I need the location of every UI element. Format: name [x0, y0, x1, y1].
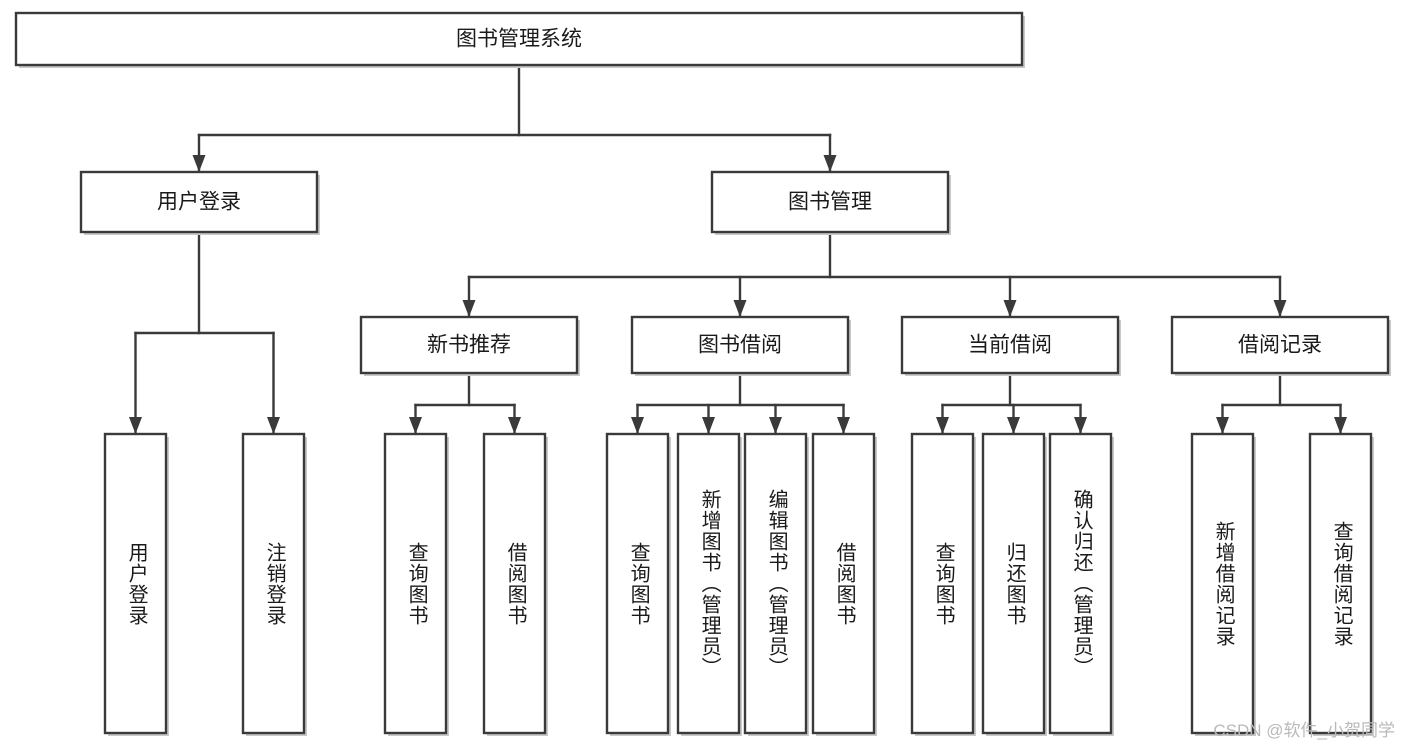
node-box-leaf-confirm-return-admin[interactable] — [1048, 432, 1113, 735]
arrow-head-leaf-return-book — [1007, 417, 1020, 434]
node-box-layer — [14, 11, 1391, 736]
arrow-head-leaf-borrow-book-rec — [508, 417, 521, 434]
node-box-new-book-rec[interactable] — [359, 315, 579, 375]
node-box-leaf-return-book[interactable] — [981, 432, 1046, 735]
node-box-leaf-query-borrow-record[interactable] — [1308, 432, 1373, 735]
arrow-head-leaf-edit-book-admin — [769, 417, 782, 434]
node-box-user-login[interactable] — [79, 170, 319, 234]
node-label-book-borrow: 图书借阅 — [698, 334, 782, 357]
connector-layer — [129, 63, 1347, 434]
node-box-book-manage[interactable] — [710, 170, 950, 234]
node-box-borrow-record[interactable] — [1170, 315, 1390, 375]
node-box-book-borrow[interactable] — [630, 315, 850, 375]
node-box-leaf-query-book-borrow[interactable] — [605, 432, 670, 735]
arrow-head-leaf-query-book-current — [936, 417, 949, 434]
arrow-head-book-borrow — [733, 300, 747, 317]
node-label-borrow-record: 借阅记录 — [1238, 334, 1322, 357]
node-label-book-manage: 图书管理 — [788, 191, 872, 214]
arrow-head-leaf-query-borrow-record — [1334, 417, 1347, 434]
node-box-leaf-borrow-book-rec[interactable] — [482, 432, 547, 735]
arrow-head-user-login — [192, 155, 206, 172]
node-box-leaf-logout-login[interactable] — [241, 432, 306, 735]
arrow-head-current-borrow — [1003, 300, 1017, 317]
arrow-head-book-manage — [823, 155, 837, 172]
node-box-leaf-add-borrow-record[interactable] — [1190, 432, 1255, 735]
node-box-leaf-add-book-admin[interactable] — [676, 432, 741, 735]
arrow-head-leaf-add-borrow-record — [1216, 417, 1229, 434]
arrow-head-leaf-logout-login — [267, 417, 280, 434]
node-box-current-borrow[interactable] — [900, 315, 1120, 375]
node-box-leaf-borrow-book[interactable] — [811, 432, 876, 735]
arrow-head-leaf-query-book-rec — [409, 417, 422, 434]
node-box-leaf-query-book-current[interactable] — [910, 432, 975, 735]
node-box-leaf-user-login[interactable] — [103, 432, 168, 735]
node-label-current-borrow: 当前借阅 — [968, 334, 1052, 357]
node-label-root: 图书管理系统 — [456, 28, 582, 51]
node-box-leaf-query-book-rec[interactable] — [383, 432, 448, 735]
arrow-head-leaf-query-book-borrow — [631, 417, 644, 434]
node-label-user-login: 用户登录 — [157, 191, 241, 214]
node-box-root[interactable] — [14, 11, 1024, 67]
node-label-new-book-rec: 新书推荐 — [427, 334, 511, 357]
node-box-leaf-edit-book-admin[interactable] — [743, 432, 808, 735]
arrow-head-new-book-rec — [462, 300, 476, 317]
arrow-head-leaf-confirm-return-admin — [1074, 417, 1087, 434]
arrow-head-borrow-record — [1273, 300, 1287, 317]
arrow-head-leaf-borrow-book — [837, 417, 850, 434]
watermark: CSDN @软件_小贺同学 — [1213, 721, 1395, 740]
arrow-head-leaf-add-book-admin — [702, 417, 715, 434]
arrow-head-leaf-user-login — [129, 417, 142, 434]
